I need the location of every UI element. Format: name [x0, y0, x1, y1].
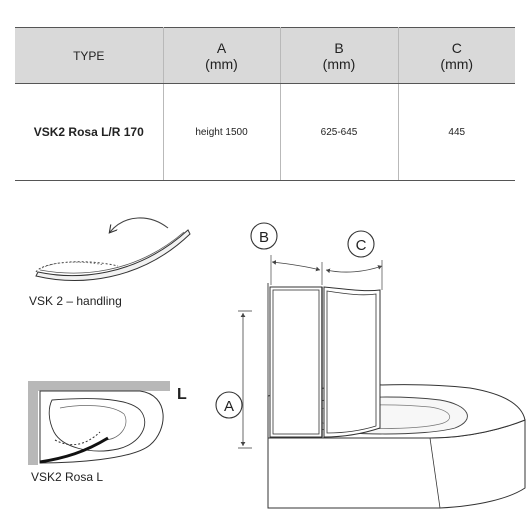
cell-model: VSK2 Rosa L/R 170	[15, 83, 164, 181]
dim-c-line	[325, 265, 383, 274]
tub-inner-detail	[59, 405, 127, 441]
screen-panel-fixed	[269, 286, 323, 438]
dotted-outline-inner	[41, 261, 105, 269]
dim-b-line	[271, 260, 321, 272]
tub-inner	[48, 398, 146, 452]
cell-a: height 1500	[163, 83, 281, 181]
header-type-label: TYPE	[73, 48, 105, 63]
header-b: B (mm)	[280, 27, 399, 84]
screen-panel-curved	[323, 286, 381, 438]
rotation-arrow-icon	[110, 217, 169, 232]
header-b-unit: (mm)	[322, 55, 356, 72]
header-type: TYPE	[15, 27, 164, 84]
tub-corner-edge	[429, 437, 441, 509]
dim-b-label: B	[259, 229, 269, 246]
table-header-row: TYPE A (mm) B (mm) C (mm)	[15, 27, 515, 84]
screen-swing-arc	[54, 431, 101, 446]
perspective-view: A B C	[215, 222, 526, 509]
dim-a-label: A	[224, 398, 234, 415]
cell-b: 625-645	[280, 83, 399, 181]
folded-panel-edge	[39, 231, 185, 274]
handling-sketch: VSK 2 – handling	[29, 217, 191, 308]
dim-b-marker	[250, 222, 278, 250]
plan-caption: VSK2 Rosa L	[31, 470, 103, 484]
screen-panel-curved-frame	[326, 290, 377, 434]
header-a-unit: (mm)	[205, 55, 238, 72]
header-b-letter: B	[334, 39, 344, 56]
header-a: A (mm)	[163, 27, 281, 84]
header-c: C (mm)	[398, 27, 515, 84]
dim-c-marker	[347, 230, 375, 258]
screen-panel-fixed-frame	[272, 289, 320, 435]
wall-top	[28, 381, 170, 391]
side-marker: L	[177, 386, 187, 403]
dim-c-label: C	[356, 237, 367, 254]
cell-c: 445	[398, 83, 515, 181]
dim-a-marker	[215, 391, 243, 419]
folded-panel	[35, 229, 191, 281]
wall-left	[28, 381, 38, 465]
handling-caption: VSK 2 – handling	[29, 294, 122, 308]
header-c-unit: (mm)	[440, 55, 474, 72]
dimension-table: TYPE A (mm) B (mm) C (mm) VSK2 Rosa L/R …	[15, 27, 515, 181]
header-a-letter: A	[216, 39, 227, 56]
header-c-letter: C	[451, 39, 462, 56]
plan-view: L VSK2 Rosa L	[28, 381, 187, 484]
screen-position	[39, 436, 109, 464]
table-row: VSK2 Rosa L/R 170 height 1500 625-645 44…	[15, 83, 515, 181]
